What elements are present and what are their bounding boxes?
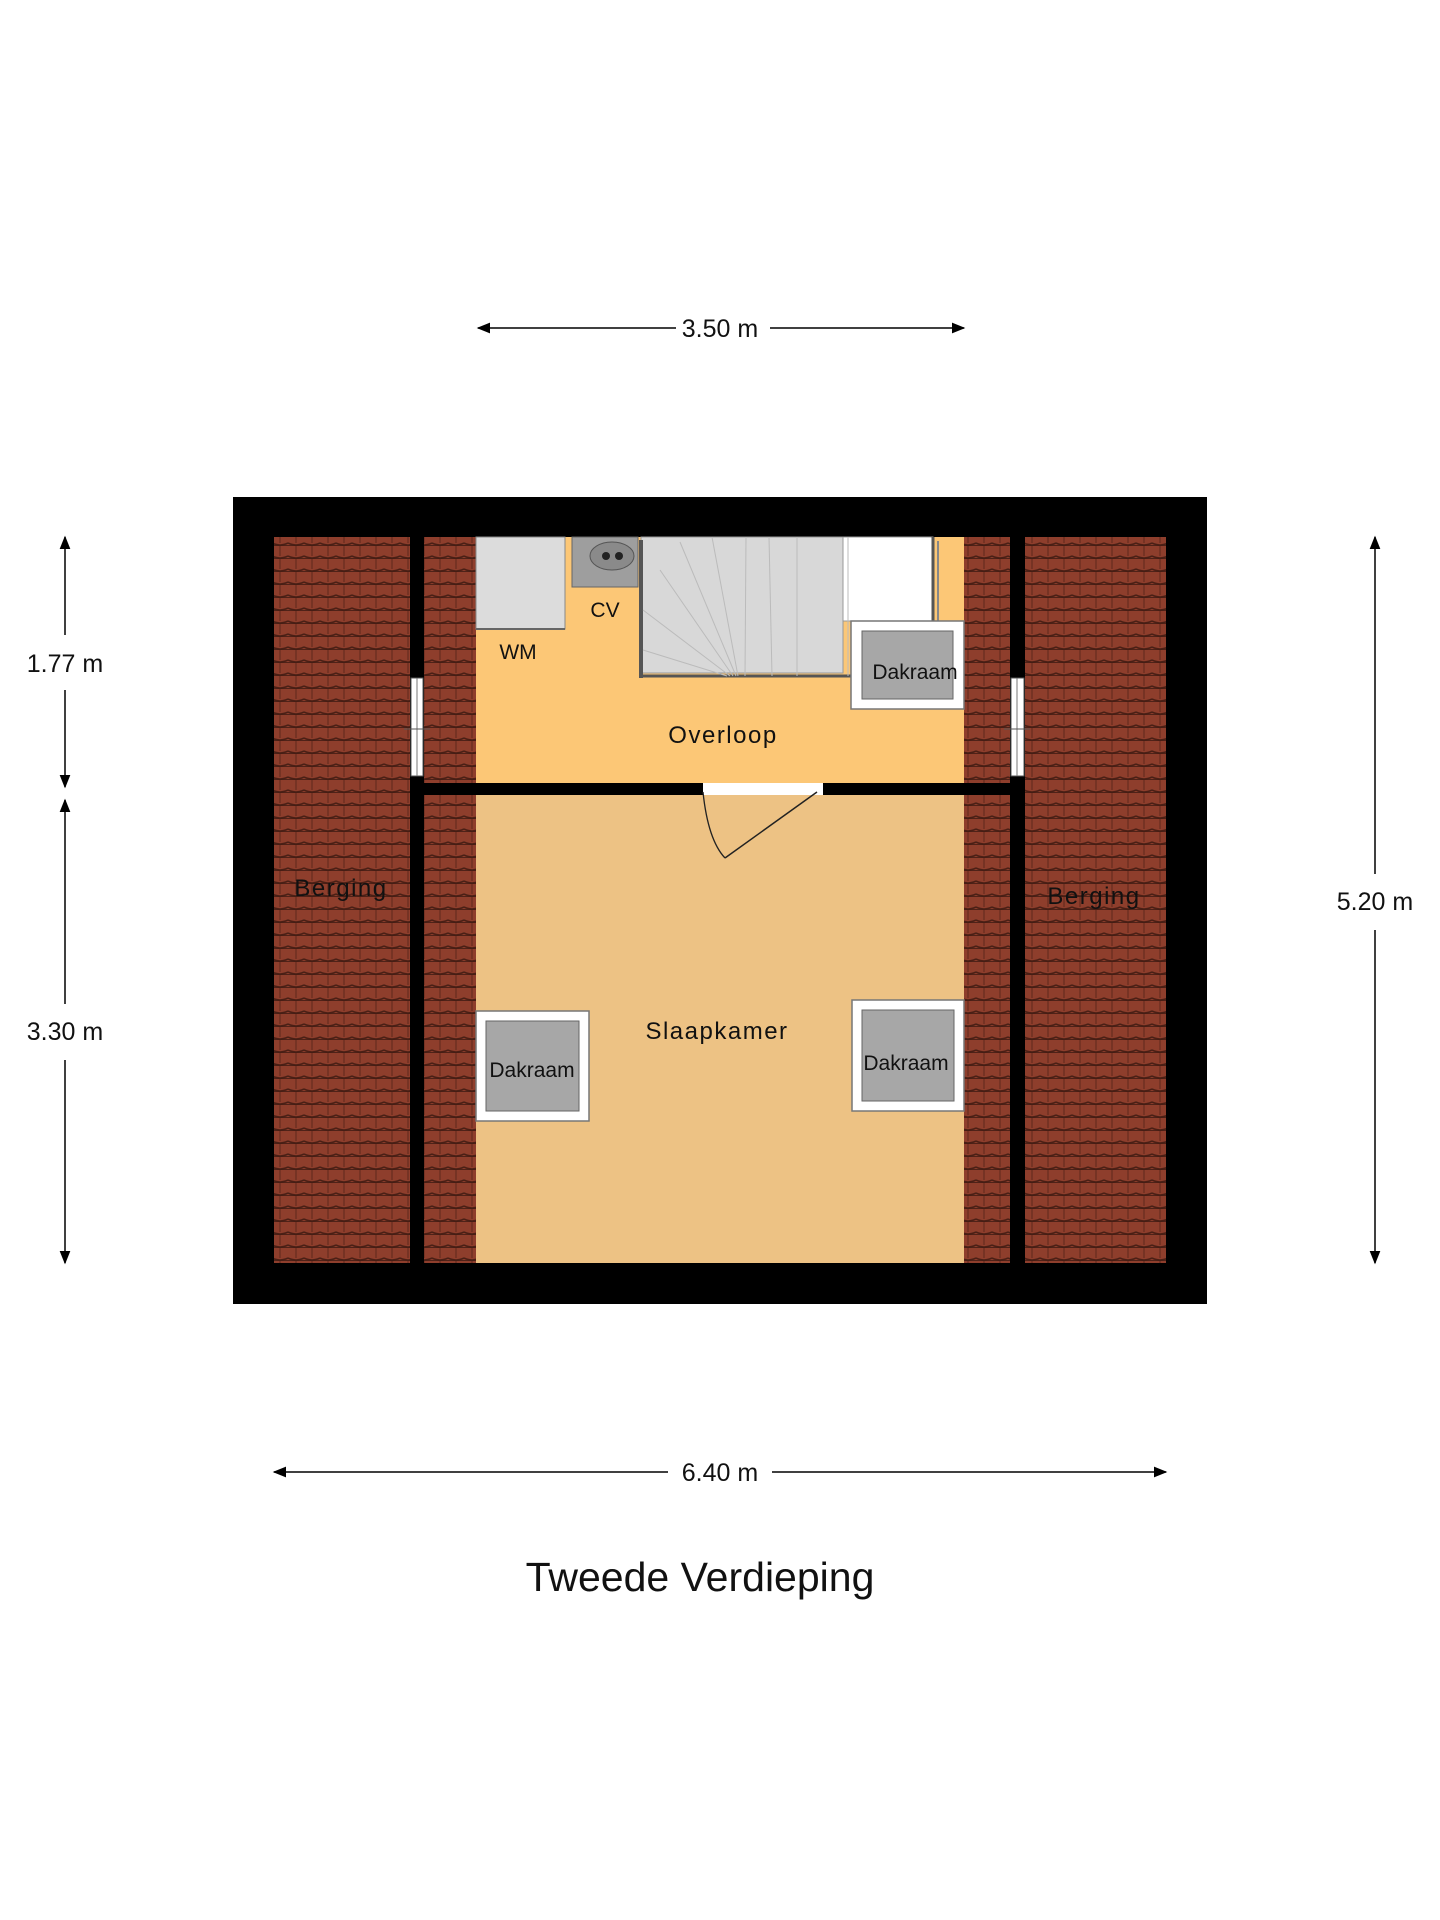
berging-left-label: Berging xyxy=(294,875,387,902)
roof-strip-right xyxy=(964,537,1010,1263)
dim-right-label: 5.20 m xyxy=(1337,888,1413,916)
knee-wall-right xyxy=(1010,537,1025,1263)
skylight-left xyxy=(475,1010,590,1122)
plan-title: Tweede Verdieping xyxy=(526,1554,875,1600)
wm-label: WM xyxy=(499,641,536,664)
roof-tiles-left xyxy=(274,537,410,1263)
dim-top-label: 3.50 m xyxy=(682,315,758,343)
dakraam-top-label: Dakraam xyxy=(872,661,957,684)
dim-bottom-label: 6.40 m xyxy=(682,1459,758,1487)
door-jamb-right xyxy=(823,783,830,795)
dakraam-left-label: Dakraam xyxy=(489,1059,574,1082)
door-opening xyxy=(696,783,830,795)
staircase xyxy=(639,536,939,678)
door-swing-arc xyxy=(702,791,726,859)
door-leaf xyxy=(724,791,818,859)
overloop-label: Overloop xyxy=(668,722,777,749)
dakraam-right-label: Dakraam xyxy=(863,1052,948,1075)
slaapkamer-label: Slaapkamer xyxy=(645,1018,788,1045)
dim-left-lower-label: 3.30 m xyxy=(27,1018,103,1046)
knee-wall-left xyxy=(410,537,424,1263)
roof-strip-left xyxy=(424,537,476,1263)
washing-machine xyxy=(475,536,566,630)
roof-tiles-right xyxy=(1025,537,1166,1263)
skylight-top xyxy=(850,620,965,710)
cv-label: CV xyxy=(590,599,619,622)
cv-boiler-top xyxy=(589,541,635,571)
cv-pipe-1 xyxy=(602,552,610,560)
skylight-right xyxy=(851,999,965,1112)
cv-pipe-2 xyxy=(615,552,623,560)
door-jamb-left xyxy=(696,783,703,795)
dim-left-upper-label: 1.77 m xyxy=(27,650,103,678)
berging-right-label: Berging xyxy=(1047,883,1140,910)
